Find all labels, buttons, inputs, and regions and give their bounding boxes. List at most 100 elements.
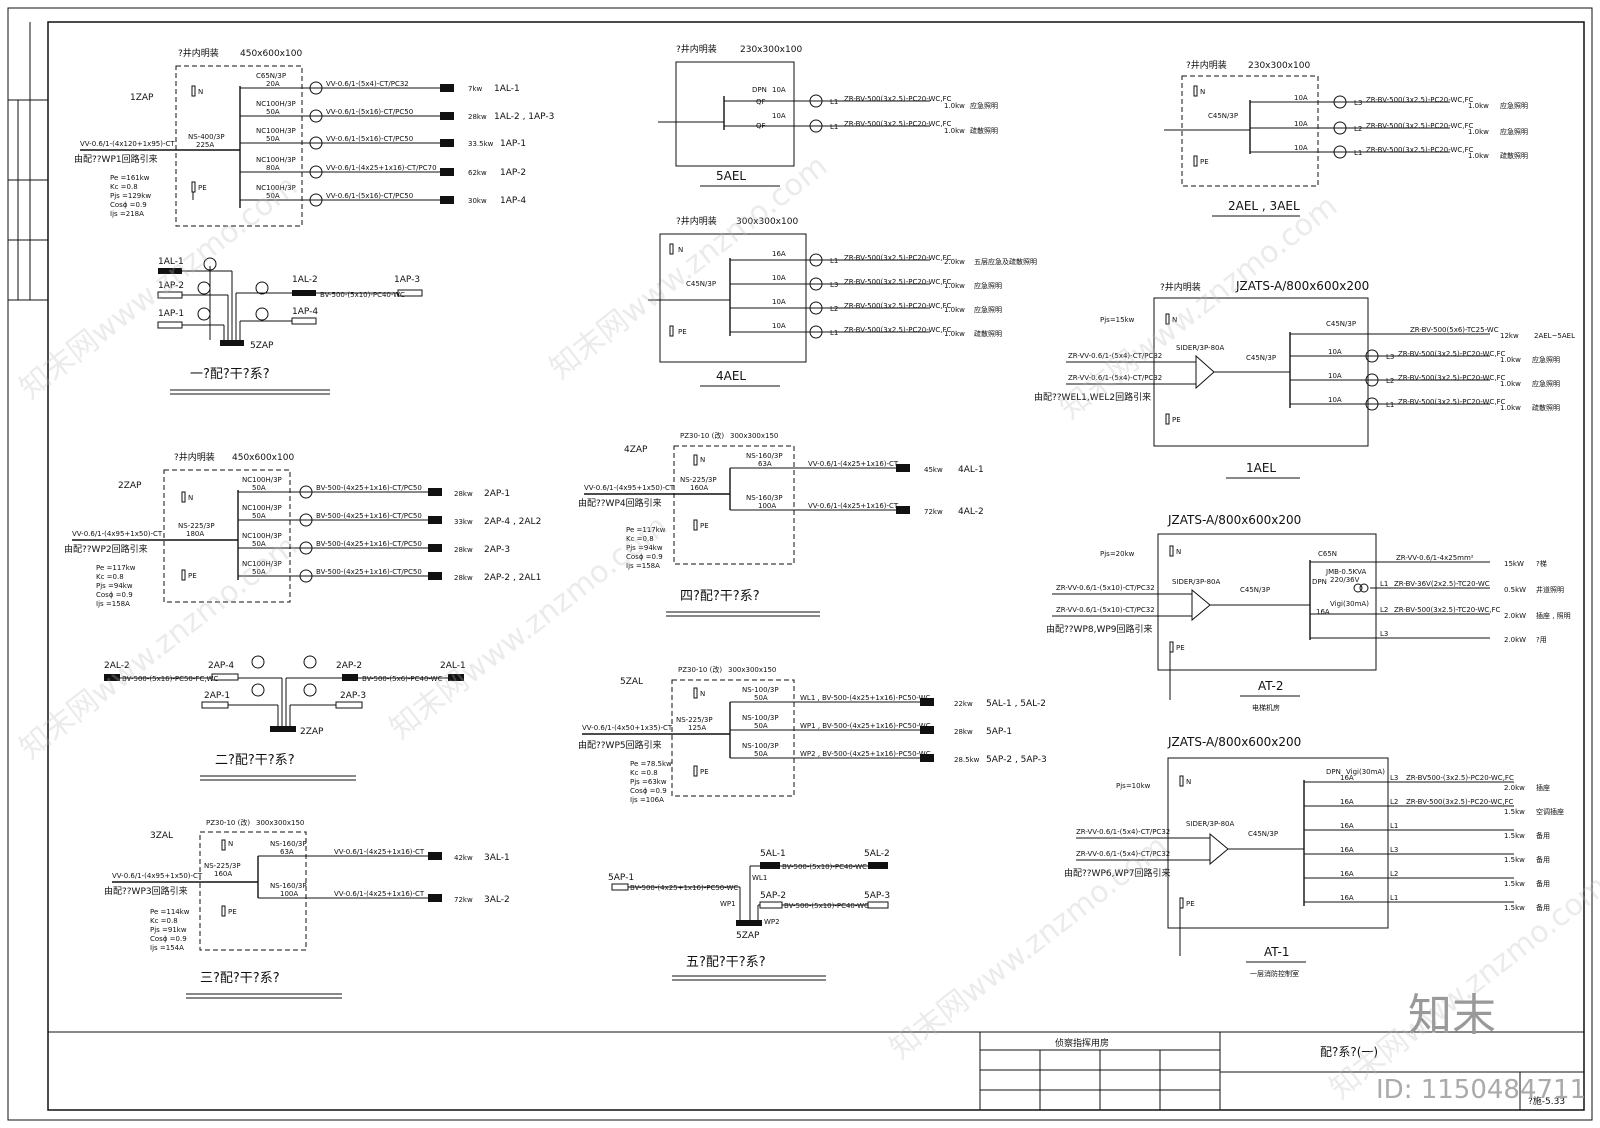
svg-text:一层消防控制室: 一层消防控制室 xyxy=(1250,969,1299,978)
svg-text:?井内明装: ?井内明装 xyxy=(174,451,215,463)
svg-text:5AL-2: 5AL-2 xyxy=(864,849,890,859)
svg-text:160A: 160A xyxy=(214,870,232,878)
svg-text:1AP-1: 1AP-1 xyxy=(500,139,526,149)
svg-text:由配??WP4回路引来: 由配??WP4回路引来 xyxy=(578,497,662,509)
svg-text:C45N/3P: C45N/3P xyxy=(1246,354,1276,362)
svg-text:2.0kW: 2.0kW xyxy=(1504,636,1526,644)
svg-text:10A: 10A xyxy=(772,112,786,120)
svg-text:50A: 50A xyxy=(266,192,280,200)
svg-text:50A: 50A xyxy=(266,135,280,143)
panel-at2-circuit: 16A L2 ZR-BV-500(3x2.5)-TC20-WC,FC 2.0kW… xyxy=(1310,606,1571,620)
svg-text:Cosϕ =0.9: Cosϕ =0.9 xyxy=(630,787,667,795)
svg-text:Kc =0.8: Kc =0.8 xyxy=(96,573,124,581)
svg-text:L3: L3 xyxy=(1390,774,1398,782)
svg-text:10A: 10A xyxy=(1328,372,1342,380)
svg-text:ZR-BV-500(3x2.5)-PC20-WC,FC: ZR-BV-500(3x2.5)-PC20-WC,FC xyxy=(1398,350,1506,358)
svg-text:QF: QF xyxy=(756,98,766,106)
svg-text:PZ30-10 (改): PZ30-10 (改) xyxy=(206,818,250,827)
svg-text:C65N/3P: C65N/3P xyxy=(256,72,286,80)
svg-text:2.0kW: 2.0kW xyxy=(1504,612,1526,620)
riser-diagram-1: 1AL-1 1AL-2 1AP-3 1AP-2 1AP-1 1AP-4 BV-5… xyxy=(157,257,423,395)
svg-text:应急照明: 应急照明 xyxy=(1500,101,1528,110)
svg-text:10A: 10A xyxy=(772,274,786,282)
svg-text:NC100H/3P: NC100H/3P xyxy=(242,476,282,484)
svg-text:1AL-1: 1AL-1 xyxy=(158,257,184,267)
svg-text:Pjs =94kw: Pjs =94kw xyxy=(626,544,663,552)
svg-text:L2: L2 xyxy=(830,305,838,313)
panel-1zap-enclosure xyxy=(175,65,303,227)
svg-text:VV-0.6/1-(4x50+1x35)-CT: VV-0.6/1-(4x50+1x35)-CT xyxy=(582,724,673,732)
svg-text:50A: 50A xyxy=(754,694,768,702)
panel-1ael-title: JZATS-A/800x600x200 xyxy=(1235,279,1369,293)
panel-1zap-name: 1ZAP xyxy=(130,93,154,103)
svg-text:Pjs =63kw: Pjs =63kw xyxy=(630,778,667,786)
svg-text:450x600x100: 450x600x100 xyxy=(232,453,294,463)
svg-text:VV-0.6/1-(4x25+1x16)-CT: VV-0.6/1-(4x25+1x16)-CT xyxy=(808,460,899,468)
svg-text:?梯: ?梯 xyxy=(1536,559,1547,568)
panel-2zap-circuit: NC100H/3P 50A BV-500-(4x25+1x16)-CT/PC50… xyxy=(238,532,510,555)
svg-text:16A: 16A xyxy=(772,250,786,258)
panel-at1-caption: AT-1 xyxy=(1264,945,1289,959)
svg-text:300x300x150: 300x300x150 xyxy=(256,819,304,827)
panel-5zal-circuit: NS-100/3P 50A WP2 , BV-500-(4x25+1x16)-P… xyxy=(730,742,1047,765)
svg-text:空调插座: 空调插座 xyxy=(1536,807,1564,816)
svg-text:ZR-BV-500(3x2.5)-PC20-WC,FC: ZR-BV-500(3x2.5)-PC20-WC,FC xyxy=(844,278,952,286)
drawing-title: 配?系?(一) xyxy=(1320,1045,1378,1059)
svg-text:ZR-BV-500(3x2.5)-PC20-WC,FC: ZR-BV-500(3x2.5)-PC20-WC,FC xyxy=(1366,96,1474,104)
svg-text:1.0kw: 1.0kw xyxy=(1500,356,1521,364)
svg-text:L1: L1 xyxy=(830,123,838,131)
svg-text:电梯机房: 电梯机房 xyxy=(1252,703,1280,712)
svg-text:45kw: 45kw xyxy=(924,466,943,474)
svg-text:NS-400/3P: NS-400/3P xyxy=(188,133,225,141)
svg-text:应急照明: 应急照明 xyxy=(974,305,1002,314)
svg-text:16A: 16A xyxy=(1340,894,1354,902)
svg-text:备用: 备用 xyxy=(1536,855,1550,864)
svg-text:Pjs =129kw: Pjs =129kw xyxy=(110,192,151,200)
svg-text:NS-160/3P: NS-160/3P xyxy=(270,840,307,848)
project-name: 侦察指挥用房 xyxy=(1055,1037,1109,1049)
svg-text:1AP-2: 1AP-2 xyxy=(500,168,526,178)
svg-text:10A: 10A xyxy=(772,298,786,306)
panel-1zap-load-calc: Pe =161kw Kc =0.8 Pjs =129kw Cosϕ =0.9 I… xyxy=(110,174,151,218)
svg-text:5ZAP: 5ZAP xyxy=(736,931,760,941)
svg-text:5AP-2: 5AP-2 xyxy=(760,891,786,901)
svg-text:L1: L1 xyxy=(830,257,838,265)
svg-text:Ijs =154A: Ijs =154A xyxy=(150,944,184,952)
svg-text:1AP-4: 1AP-4 xyxy=(292,307,318,317)
svg-text:知末网www.znzmo.com: 知末网www.znzmo.com xyxy=(543,148,834,386)
svg-text:0.5kW: 0.5kW xyxy=(1504,586,1526,594)
svg-text:VV-0.6/1-(5x16)-CT/PC50: VV-0.6/1-(5x16)-CT/PC50 xyxy=(326,108,413,116)
svg-text:L2: L2 xyxy=(1390,798,1398,806)
panel-1zap-circuit: NC100H/3P 50A VV-0.6/1-(5x16)-CT/PC50 30… xyxy=(240,184,526,207)
svg-text:C45N/3P: C45N/3P xyxy=(1326,320,1356,328)
panel-5ael: ?井内明装 230x300x100 DPN 10A L1 ZR-BV-500(3… xyxy=(658,43,998,187)
svg-text:知末网www.znzmo.com: 知末网www.znzmo.com xyxy=(1053,188,1344,426)
svg-text:L2: L2 xyxy=(1386,377,1394,385)
svg-text:2AEL~5AEL: 2AEL~5AEL xyxy=(1534,332,1575,340)
svg-text:PE: PE xyxy=(1186,900,1195,908)
svg-text:备用: 备用 xyxy=(1536,879,1550,888)
svg-text:2AP-1: 2AP-1 xyxy=(484,489,510,499)
svg-text:WL1: WL1 xyxy=(752,874,767,882)
svg-text:VV-0.6/1-(4x25+1x16)-CT: VV-0.6/1-(4x25+1x16)-CT xyxy=(334,848,425,856)
svg-text:2AP-2: 2AP-2 xyxy=(336,661,362,671)
svg-text:NC100H/3P: NC100H/3P xyxy=(256,184,296,192)
svg-text:1.5kw: 1.5kw xyxy=(1504,880,1525,888)
svg-text:PE: PE xyxy=(198,184,207,192)
panel-4ael-circuit: 16A L1 ZR-BV-500(3x2.5)-PC20-WC,FC 2.0kw… xyxy=(730,250,1037,267)
svg-text:NC100H/3P: NC100H/3P xyxy=(242,532,282,540)
svg-text:5AL-1 , 5AL-2: 5AL-1 , 5AL-2 xyxy=(986,699,1046,709)
svg-text:28kw: 28kw xyxy=(454,490,473,498)
svg-text:ZR-BV-500(3x2.5)-PC20-WC,FC: ZR-BV-500(3x2.5)-PC20-WC,FC xyxy=(844,95,952,103)
svg-text:C45N/3P: C45N/3P xyxy=(1208,112,1238,120)
svg-text:PE: PE xyxy=(700,768,709,776)
svg-text:由配??WP1回路引来: 由配??WP1回路引来 xyxy=(74,153,158,165)
svg-text:BV-500-(4x25+1x16)-CT/PC50: BV-500-(4x25+1x16)-CT/PC50 xyxy=(316,512,422,520)
svg-text:10A: 10A xyxy=(1294,144,1308,152)
svg-text:N: N xyxy=(700,456,705,464)
panel-2zap-circuit: NC100H/3P 50A BV-500-(4x25+1x16)-CT/PC50… xyxy=(238,504,541,527)
svg-text:NC100H/3P: NC100H/3P xyxy=(256,156,296,164)
svg-text:PE: PE xyxy=(1200,158,1209,166)
svg-text:33kw: 33kw xyxy=(454,518,473,526)
svg-text:?用: ?用 xyxy=(1536,636,1547,644)
